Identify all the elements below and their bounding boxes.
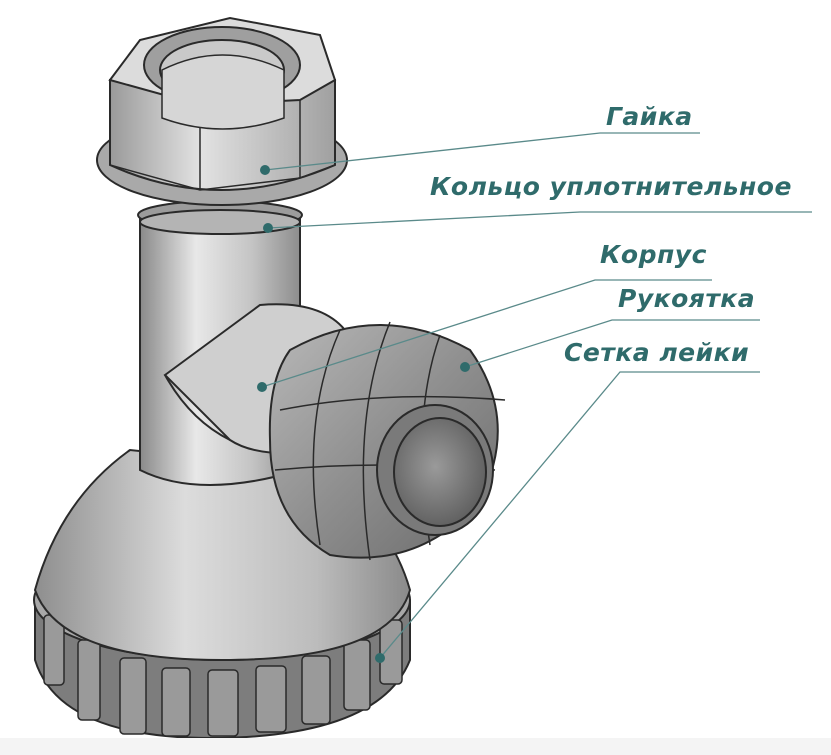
leader-line-handle (464, 319, 760, 368)
dot-nut (260, 165, 270, 175)
dot-seal (263, 223, 273, 233)
dot-body (257, 382, 267, 392)
nut (96, 16, 348, 206)
label-nut: Гайка (606, 102, 693, 131)
leader-line-seal (267, 211, 812, 229)
bottom-strip (0, 738, 831, 755)
dot-handle (460, 362, 470, 372)
leader-line-nut (264, 132, 700, 171)
label-body: Корпус (600, 240, 707, 269)
handle (268, 321, 506, 561)
leader-lines (261, 132, 812, 659)
seal-ring (137, 200, 303, 235)
dot-screen (375, 653, 385, 663)
label-handle: Рукоятка (618, 284, 756, 313)
label-screen: Сетка лейки (564, 338, 750, 367)
leader-dots (257, 165, 470, 663)
leader-line-screen (379, 371, 760, 659)
leader-line-body (261, 279, 712, 388)
label-seal-ring: Кольцо уплотнительное (430, 172, 792, 201)
